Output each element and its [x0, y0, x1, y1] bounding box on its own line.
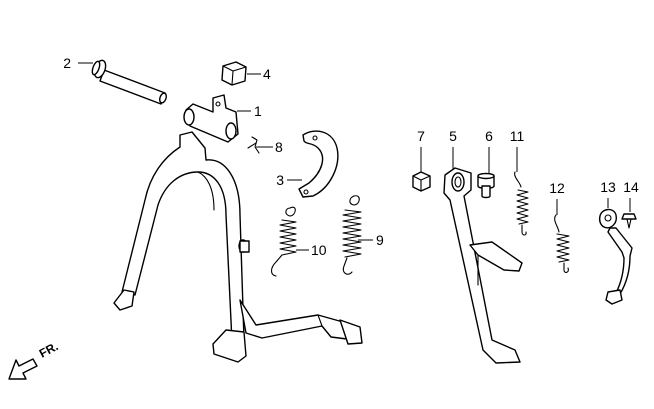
- callout-10: 10: [311, 242, 327, 258]
- front-arrow-icon: [8, 358, 38, 380]
- part-13-stand-switch: [598, 208, 633, 305]
- part-3-stopper-plate: [298, 130, 339, 198]
- callout-5: 5: [449, 128, 457, 144]
- callout-3: 3: [276, 172, 284, 188]
- callout-1: 1: [254, 103, 262, 119]
- leader-lines: [78, 62, 631, 251]
- part-10-spring: [270, 206, 297, 277]
- callout-11: 11: [510, 128, 525, 144]
- callout-14: 14: [623, 179, 639, 195]
- part-12-spring: [554, 214, 570, 273]
- part-7-nut: [412, 171, 431, 192]
- front-label: FR.: [37, 339, 61, 360]
- part-4-collar: [221, 61, 247, 86]
- part-14-screw: [621, 213, 637, 229]
- part-6-bolt: [477, 172, 495, 199]
- callout-2: 2: [63, 55, 71, 71]
- callout-numbers: 2 4 1 8 3 10 9 7 5 6 11 12 13 14: [63, 55, 639, 258]
- part-8-pin: [247, 136, 260, 154]
- callout-4: 4: [263, 66, 271, 82]
- callout-13: 13: [600, 179, 616, 195]
- part-1-main-stand: [113, 94, 363, 363]
- callout-6: 6: [485, 128, 493, 144]
- part-11-spring: [514, 171, 529, 236]
- callout-9: 9: [376, 232, 384, 248]
- part-5-side-stand: [443, 167, 523, 364]
- front-direction-indicator: FR.: [8, 339, 61, 380]
- part-9-spring: [342, 195, 362, 275]
- callout-12: 12: [549, 180, 565, 196]
- callout-7: 7: [417, 128, 425, 144]
- callout-8: 8: [275, 139, 283, 155]
- part-2-pivot-bolt: [91, 59, 167, 105]
